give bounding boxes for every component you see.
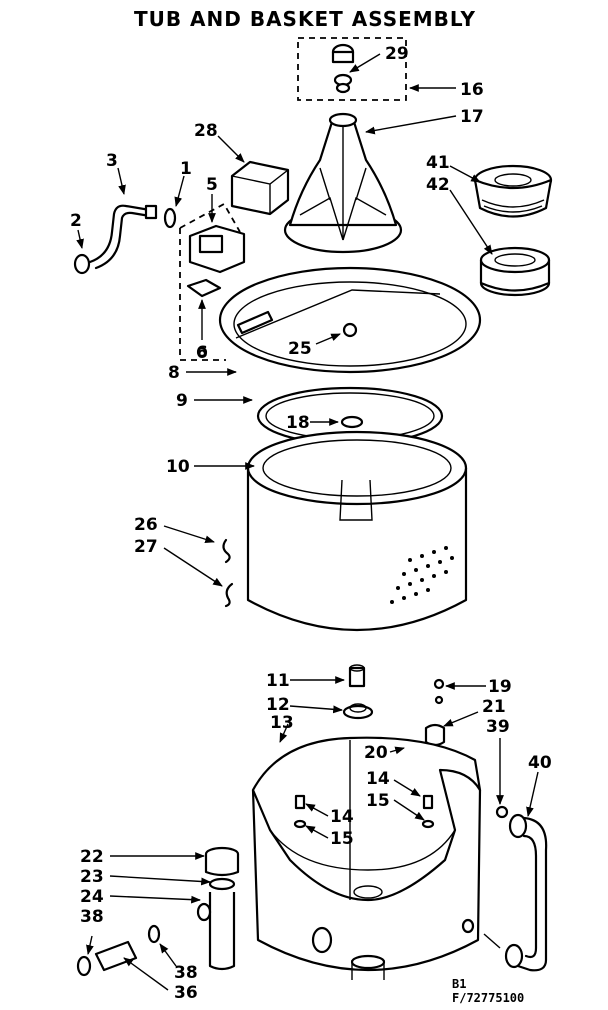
callout-41: 41 xyxy=(426,153,450,173)
part-42-ring xyxy=(479,246,551,297)
callout-38-left: 38 xyxy=(80,907,104,927)
callout-1: 1 xyxy=(180,159,192,179)
callout-6: 6 xyxy=(196,343,208,363)
callout-28: 28 xyxy=(194,121,218,141)
callout-42: 42 xyxy=(426,175,450,195)
part-11-12-fitting xyxy=(342,664,374,720)
callout-10: 10 xyxy=(166,457,190,477)
callout-9: 9 xyxy=(176,391,188,411)
callout-5: 5 xyxy=(206,175,218,195)
tub-cover-part xyxy=(218,266,482,374)
part-21-valve xyxy=(424,723,446,747)
callout-11: 11 xyxy=(266,671,290,691)
outer-tub-part xyxy=(251,736,482,980)
callout-40: 40 xyxy=(528,753,552,773)
pump-assembly-part xyxy=(179,202,246,361)
callout-27: 27 xyxy=(134,537,158,557)
part-36-hose xyxy=(76,924,161,977)
part-26-clip xyxy=(222,538,231,564)
callout-19: 19 xyxy=(488,677,512,697)
callout-16: 16 xyxy=(460,80,484,100)
callout-8: 8 xyxy=(168,363,180,383)
callout-14-right: 14 xyxy=(366,769,390,789)
callout-15-left: 15 xyxy=(330,829,354,849)
agitator-part xyxy=(283,112,403,254)
part-39-clamp xyxy=(495,805,509,819)
pump-pipe-part xyxy=(196,846,240,971)
callout-26: 26 xyxy=(134,515,158,535)
diagram-title: TUB AND BASKET ASSEMBLY xyxy=(134,7,476,31)
callout-2: 2 xyxy=(70,211,82,231)
part-41-cap xyxy=(473,164,553,218)
footer-b1: B1 xyxy=(452,977,466,991)
part-27-clip xyxy=(224,582,234,608)
callout-24: 24 xyxy=(80,887,104,907)
callout-labels: 29 16 17 28 3 1 5 2 41 42 6 25 8 9 18 10… xyxy=(70,44,552,1003)
callout-38-right: 38 xyxy=(174,963,198,983)
callout-20: 20 xyxy=(364,743,388,763)
callout-14-left: 14 xyxy=(330,807,354,827)
callout-12: 12 xyxy=(266,695,290,715)
part-19-washer xyxy=(433,678,445,690)
callout-36: 36 xyxy=(174,983,198,1003)
callout-22: 22 xyxy=(80,847,104,867)
part-18-nut xyxy=(340,415,364,429)
agitator-cap-part xyxy=(297,37,407,101)
callout-17: 17 xyxy=(460,107,484,127)
wash-basket-part xyxy=(246,430,468,632)
callout-39: 39 xyxy=(486,717,510,737)
callout-13: 13 xyxy=(270,713,294,733)
leader-lines xyxy=(76,53,539,991)
callout-15-right: 15 xyxy=(366,791,390,811)
inlet-hose-part xyxy=(73,204,177,275)
callout-25: 25 xyxy=(288,339,312,359)
callout-29: 29 xyxy=(385,44,409,64)
callout-23: 23 xyxy=(80,867,104,887)
callout-3: 3 xyxy=(106,151,118,171)
callout-18: 18 xyxy=(286,413,310,433)
drain-hose-part xyxy=(504,813,548,972)
callout-21: 21 xyxy=(482,697,506,717)
part-28-block xyxy=(230,160,290,216)
footer-part-ref: F/72775100 xyxy=(452,991,524,1005)
